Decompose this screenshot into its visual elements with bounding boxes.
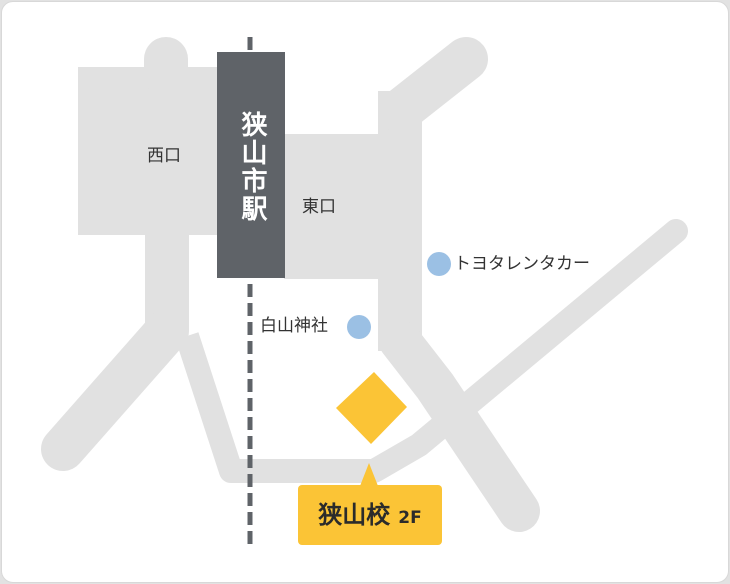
east-road-ne (378, 37, 488, 133)
station-label-box: 狭山市駅 (218, 54, 286, 279)
station-building (217, 52, 285, 278)
west-road-sw (41, 309, 189, 471)
toyota-rentacar-marker-icon (427, 252, 451, 276)
school-building-diamond (336, 372, 407, 444)
toyota-rentacar-label: トヨタレンタカー (454, 254, 590, 274)
east-plaza (284, 134, 384, 279)
school-floor: 2F (398, 507, 422, 528)
diagonal-road-ne (362, 219, 688, 483)
station-name: 狭山市駅 (237, 110, 267, 223)
west-plaza (78, 67, 218, 235)
school-callout: 狭山校 2F (298, 463, 442, 545)
west-exit-label: 西口 (147, 146, 181, 166)
bottom-street (175, 332, 374, 483)
school-name: 狭山校 (318, 501, 391, 529)
east-road-se (379, 320, 540, 532)
hakusan-shrine-marker-icon (347, 315, 371, 339)
roads (78, 37, 422, 351)
east-road-vertical (378, 91, 422, 351)
west-road-north-stub (144, 37, 188, 97)
east-exit-label: 東口 (302, 197, 336, 217)
hakusan-shrine-label: 白山神社 (260, 316, 328, 336)
